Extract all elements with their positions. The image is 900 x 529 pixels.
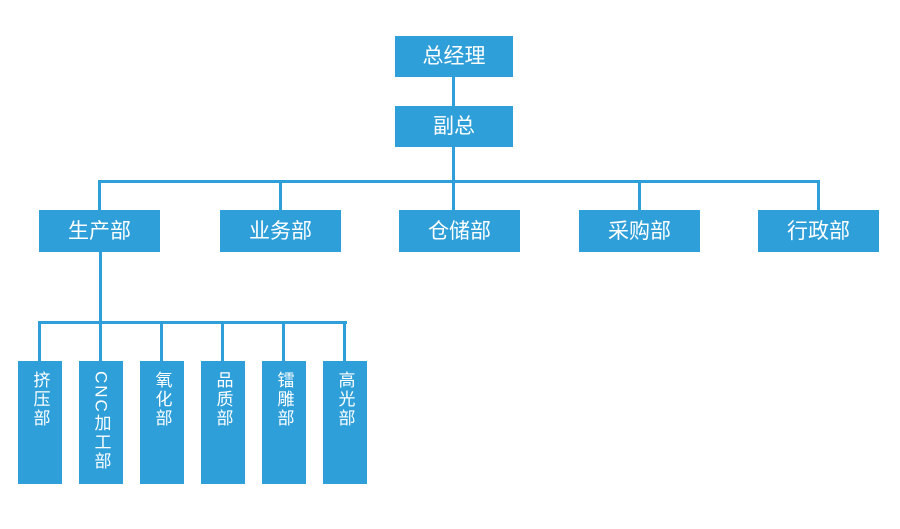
connector-drop-laser-engraving bbox=[282, 321, 285, 361]
connector-gm-deputy bbox=[452, 77, 455, 106]
node-sub-oxidation: 氧化部 bbox=[140, 361, 184, 484]
connector-drop-administration bbox=[817, 180, 820, 210]
node-dept-administration: 行政部 bbox=[758, 210, 879, 252]
node-sub-high-gloss: 高光部 bbox=[323, 361, 367, 484]
connector-drop-extrusion bbox=[38, 321, 41, 361]
connector-drop-production bbox=[98, 180, 101, 210]
connector-level3-bus bbox=[98, 180, 820, 183]
connector-drop-high-gloss bbox=[343, 321, 346, 361]
node-deputy-general-manager: 副总 bbox=[395, 106, 513, 147]
node-dept-production: 生产部 bbox=[39, 210, 160, 252]
connector-drop-business bbox=[279, 180, 282, 210]
node-dept-purchasing: 采购部 bbox=[579, 210, 700, 252]
connector-drop-quality bbox=[221, 321, 224, 361]
node-general-manager: 总经理 bbox=[395, 36, 513, 77]
connector-production-riser bbox=[99, 252, 102, 324]
connector-level4-bus bbox=[38, 321, 347, 324]
node-dept-business: 业务部 bbox=[220, 210, 341, 252]
connector-deputy-riser bbox=[452, 147, 455, 180]
node-sub-cnc-machining: CNC加工部 bbox=[79, 361, 123, 484]
node-sub-extrusion: 挤压部 bbox=[18, 361, 62, 484]
connector-drop-purchasing bbox=[638, 180, 641, 210]
connector-drop-cnc-machining bbox=[99, 321, 102, 361]
node-dept-warehouse: 仓储部 bbox=[399, 210, 520, 252]
node-sub-quality: 品质部 bbox=[201, 361, 245, 484]
connector-drop-oxidation bbox=[160, 321, 163, 361]
node-sub-laser-engraving: 镭雕部 bbox=[262, 361, 306, 484]
connector-drop-warehouse bbox=[452, 180, 455, 210]
